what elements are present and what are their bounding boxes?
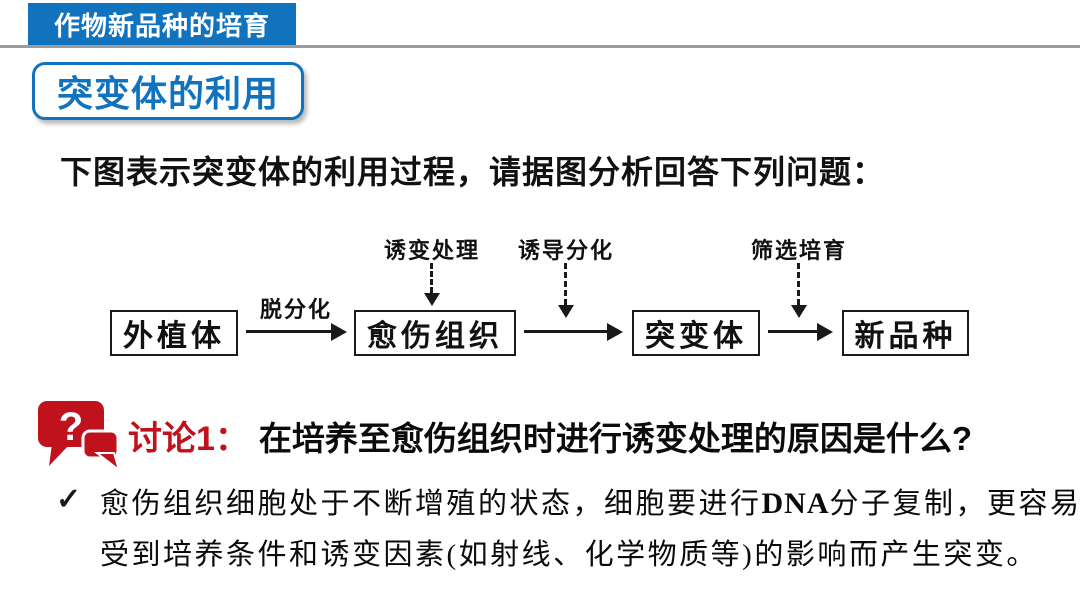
diagram-box-new-variety: 新品种 xyxy=(842,310,969,356)
arrow-line xyxy=(524,330,608,333)
dashed-line xyxy=(797,263,800,305)
arrowhead-down-icon xyxy=(558,305,574,318)
label-dedifferentiation: 脱分化 xyxy=(259,297,332,322)
diagram-box-mutant: 突变体 xyxy=(632,310,760,356)
intro-text: 下图表示突变体的利用过程，请据图分析回答下列问题： xyxy=(60,154,886,190)
check-icon: ✓ xyxy=(56,483,82,516)
dashed-line xyxy=(564,263,567,305)
label-screening-cultivation: 筛选培育 xyxy=(750,238,847,263)
page-title-badge: 作物新品种的培育 xyxy=(28,3,296,45)
arrowhead-right-icon xyxy=(331,323,347,341)
dashed-line xyxy=(430,263,433,293)
diagram-box-explant: 外植体 xyxy=(110,310,238,356)
header-divider xyxy=(0,45,1080,48)
question-glyph: ? xyxy=(59,405,83,449)
question-chat-icon: ? xyxy=(38,401,121,473)
label-induce-differentiation: 诱导分化 xyxy=(517,238,614,263)
answer-line-2: 受到培养条件和诱变因素(如射线、化学物质等)的影响而产生突变。 xyxy=(100,539,1038,571)
arrowhead-right-icon xyxy=(817,323,833,341)
arrowhead-down-icon xyxy=(791,305,807,318)
answer-line-1: 愈伤组织细胞处于不断增殖的状态，细胞要进行DNA分子复制，更容易 xyxy=(100,480,1080,522)
arrow-line xyxy=(768,330,818,333)
discussion-question: 在培养至愈伤组织时进行诱变处理的原因是什么? xyxy=(258,420,973,457)
section-title: 突变体的利用 xyxy=(32,62,304,120)
label-mutagenesis: 诱变处理 xyxy=(383,238,480,263)
arrowhead-down-icon xyxy=(424,293,440,306)
arrow-line xyxy=(246,330,332,333)
diagram-box-callus: 愈伤组织 xyxy=(354,310,516,356)
discussion-label: 讨论1： xyxy=(128,420,249,458)
answer-line1-post: 分子复制，更容易 xyxy=(829,488,1080,520)
discussion-row: 讨论1： 在培养至愈伤组织时进行诱变处理的原因是什么? xyxy=(128,411,972,460)
arrowhead-right-icon xyxy=(607,323,623,341)
answer-line1-pre: 愈伤组织细胞处于不断增殖的状态，细胞要进行 xyxy=(100,488,762,520)
answer-line1-dna: DNA xyxy=(761,487,830,520)
